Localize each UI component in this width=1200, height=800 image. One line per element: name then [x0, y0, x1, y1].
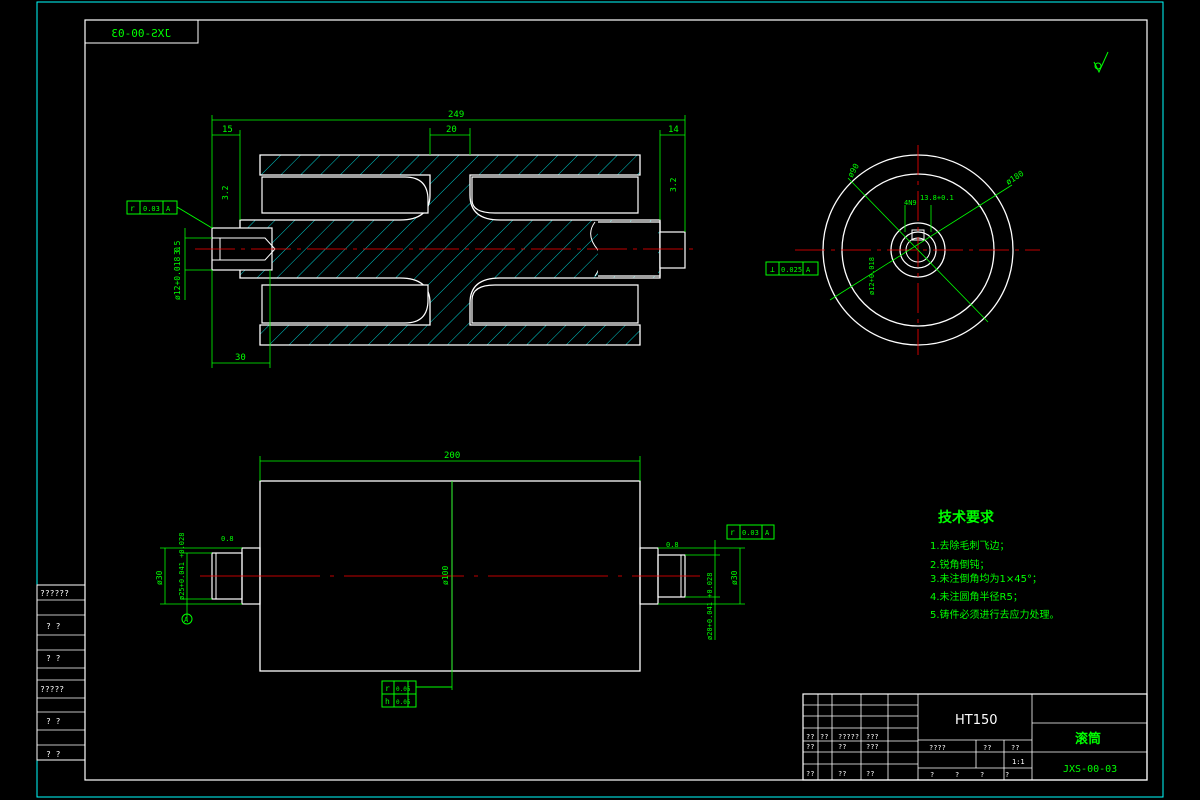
svg-text:?: ?	[1005, 771, 1009, 779]
tech-item-1: 1.去除毛刺飞边；	[930, 539, 1010, 552]
dim-outer-dia: ø180	[1004, 169, 1025, 187]
cavity-bottom-left	[261, 284, 429, 324]
dim-left-shaft: ø30	[155, 570, 164, 585]
tech-item-4: 4.未注圆角半径R5；	[930, 590, 1023, 603]
dim-web-width: 20	[446, 125, 457, 135]
datum-a: A	[181, 613, 193, 625]
roughness-left: 3.2	[221, 185, 230, 200]
svg-text:0.025: 0.025	[781, 266, 802, 274]
svg-text:A: A	[184, 616, 189, 624]
svg-text:0.03: 0.03	[143, 205, 160, 213]
runout-frame-right: r 0.03 A	[726, 524, 775, 540]
svg-text:??: ??	[806, 733, 814, 741]
svg-text:r: r	[130, 204, 135, 213]
dim-left-shoulder: 15	[222, 125, 233, 135]
right-stub-shaft	[659, 231, 686, 269]
dim-shaft-end: 30	[235, 353, 246, 363]
cavity-bottom-right	[471, 284, 639, 324]
left-table-cell-1: ??????	[40, 589, 69, 598]
dim-overall-length: 249	[448, 110, 464, 120]
bottom-view: 200 ø100 ø30 ø25+0.041 +0.028 ø30 ø20+0.…	[155, 451, 775, 708]
dim-body-dia: ø100	[441, 566, 450, 585]
runout-frame-bottom: r 0.05 h 0.05	[381, 680, 452, 708]
side-view: ø180 ø90 4N9 13.8+0.1 ø12+0.018 ⊥ 0.025 …	[765, 145, 1040, 355]
svg-text:???: ???	[866, 743, 879, 751]
left-table-cell-6: ? ?	[46, 750, 61, 759]
cavity-top-left	[261, 176, 429, 214]
svg-text:??: ??	[806, 770, 814, 778]
svg-text:0.03: 0.03	[742, 529, 759, 537]
part-name: 滚筒	[1075, 731, 1101, 747]
svg-text:??: ??	[838, 743, 846, 751]
svg-text:?????: ?????	[838, 733, 859, 741]
left-table-cell-4: ?????	[40, 685, 64, 694]
tech-item-5: 5.铸件必须进行去应力处理。	[930, 608, 1060, 621]
svg-text:h: h	[385, 697, 390, 706]
dim-right-shaft: ø30	[730, 570, 739, 585]
title-block: HT150 滚筒 JXS-00-03 1:1 ?? ?? ????? ??? ?…	[802, 693, 1148, 781]
left-table: ?????? ? ? ? ? ????? ? ? ? ?	[36, 584, 86, 761]
svg-text:?: ?	[930, 771, 934, 779]
runout-frame-left: r 0.03 A	[126, 200, 213, 229]
left-table-cell-3: ? ?	[46, 654, 61, 663]
code-mirrored: JXS-00-03	[111, 27, 171, 40]
svg-text:r: r	[730, 528, 735, 537]
left-table-cell-2: ? ?	[46, 622, 61, 631]
dim-key-width: 4N9	[904, 199, 917, 207]
dim-left-fit: ø25+0.041 +0.028	[178, 533, 186, 600]
scale-cell: 1:1	[1012, 758, 1025, 766]
tech-item-2: 2.锐角倒钝；	[930, 558, 990, 571]
svg-text:A: A	[166, 205, 171, 213]
tech-title: 技术要求	[938, 509, 995, 526]
svg-text:????: ????	[929, 744, 946, 752]
dim-bore: ø12+0.018	[868, 257, 876, 295]
dim-shaft-dia: ø12+0.018 0	[173, 247, 182, 300]
tech-item-3: 3.未注倒角均为1×45°；	[930, 572, 1042, 585]
runout-frame-side: ⊥ 0.025 A	[765, 261, 819, 276]
svg-text:?: ?	[980, 771, 984, 779]
svg-text:⊥: ⊥	[770, 265, 775, 274]
inner-border	[84, 19, 1148, 781]
dim-right-stub: 14	[668, 125, 679, 135]
left-table-cell-5: ? ?	[46, 717, 61, 726]
svg-text:A: A	[765, 529, 770, 537]
svg-text:???: ???	[866, 733, 879, 741]
svg-text:?: ?	[955, 771, 959, 779]
svg-text:r: r	[385, 684, 390, 693]
material-label: HT150	[955, 713, 998, 728]
svg-text:??: ??	[820, 733, 828, 741]
outer-border	[36, 1, 1164, 798]
front-dimensions	[184, 115, 686, 368]
svg-text:0.05: 0.05	[396, 699, 411, 706]
cavity-top-right	[471, 176, 639, 214]
svg-text:??: ??	[1011, 744, 1019, 752]
code-box	[84, 19, 199, 44]
roughness-bottom-left: 0.8	[221, 535, 234, 543]
roughness-right: 3.2	[669, 177, 678, 192]
dim-right-fit: ø20+0.041 +0.028	[706, 573, 714, 640]
front-section-view: 249 20 15 14 30 ø12+0.018 0 3.5 r 0.03 A…	[126, 110, 695, 368]
svg-text:A: A	[806, 266, 811, 274]
svg-text:??: ??	[866, 770, 874, 778]
dim-key-depth: 13.8+0.1	[920, 194, 954, 202]
technical-requirements: 技术要求 1.去除毛刺飞边； 2.锐角倒钝； 3.未注倒角均为1×45°； 4.…	[930, 509, 1060, 621]
dim-length: 200	[444, 451, 460, 461]
hatched-section	[239, 154, 661, 346]
roughness-bottom-right: 0.8	[666, 541, 679, 549]
svg-text:??: ??	[983, 744, 991, 752]
svg-text:0.05: 0.05	[396, 686, 411, 693]
svg-text:??: ??	[806, 743, 814, 751]
drawing-number: JXS-00-03	[1063, 764, 1117, 775]
general-roughness-symbol	[1093, 51, 1109, 74]
svg-text:??: ??	[838, 770, 846, 778]
dim-keyway-depth: 3.5	[173, 240, 182, 255]
